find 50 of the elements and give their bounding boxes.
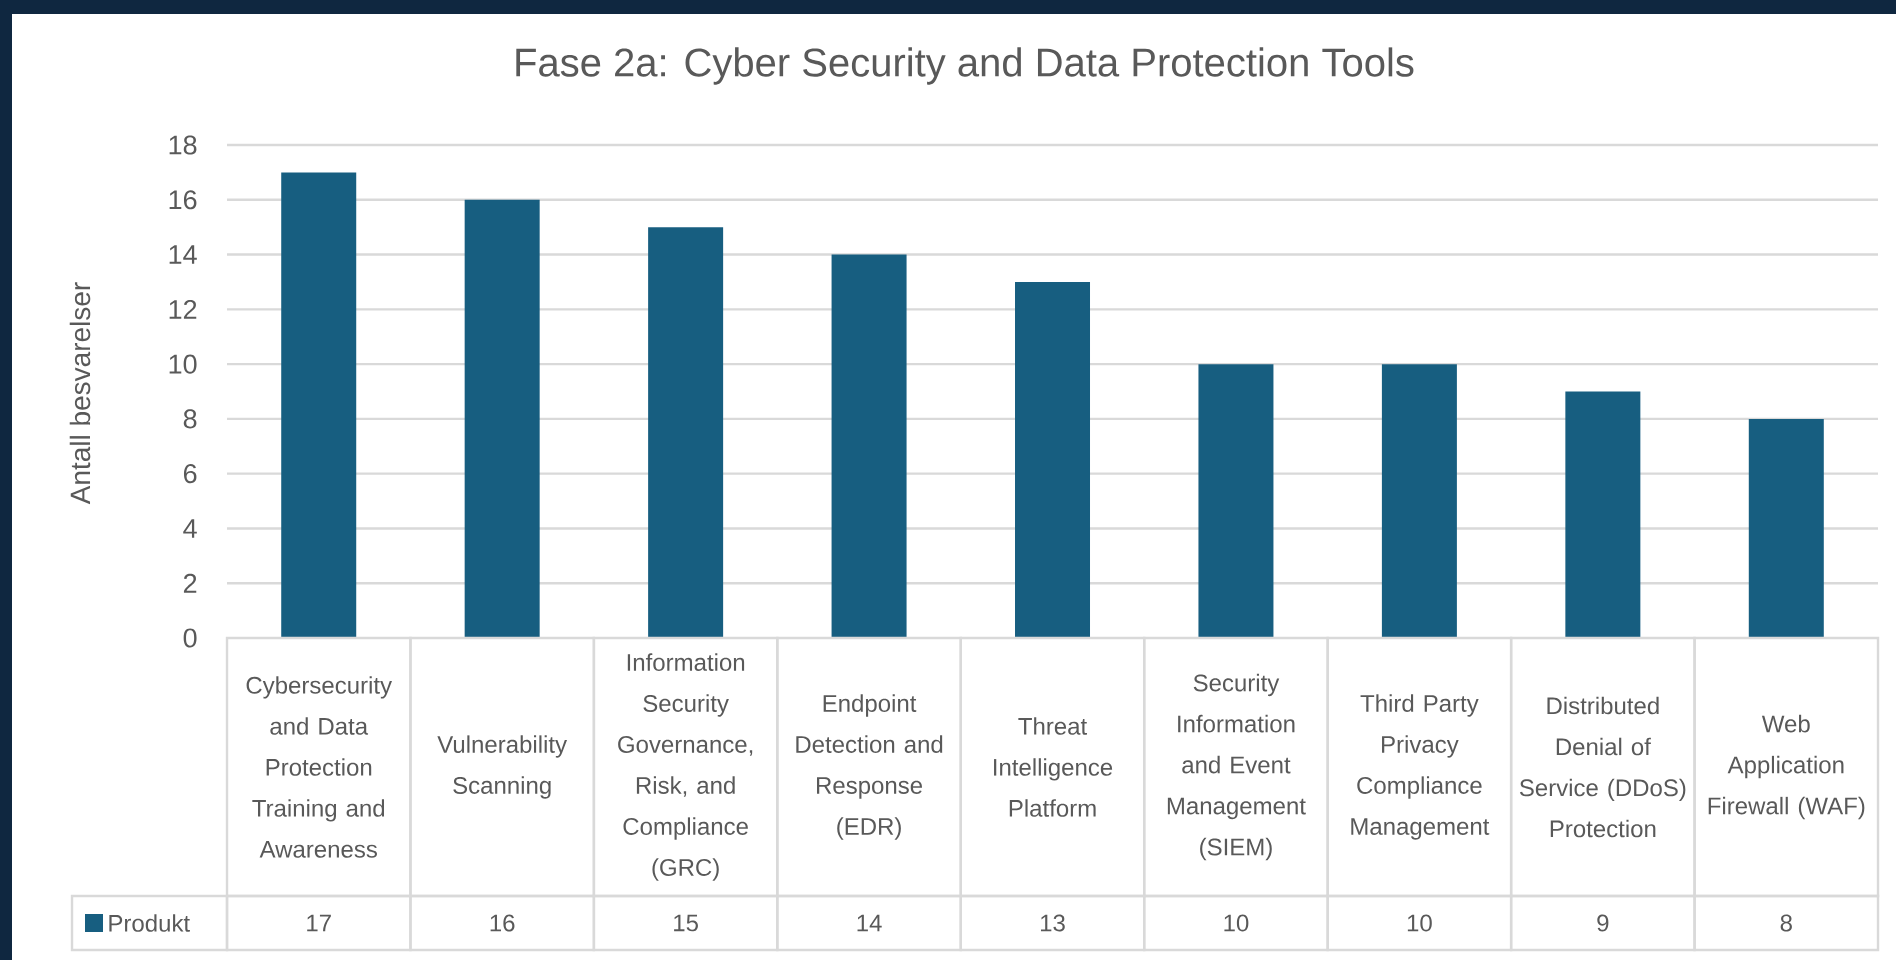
data-label: 13 xyxy=(1040,914,1065,932)
table-cell: 13 xyxy=(959,894,1146,952)
table-cell: 10 xyxy=(1143,894,1329,952)
x-tick-label: Threat Intelligence Platform xyxy=(994,717,1113,817)
x-tick-label: Security Information and Event Management (SIEM) xyxy=(1167,673,1306,861)
table-cell: Threat Intelligence Platform xyxy=(959,636,1146,898)
table-cell: Third Party Privacy Compliance Management xyxy=(1326,636,1513,898)
tick-label: 8 xyxy=(183,409,197,429)
table-cell: Cybersecurity and Data Protection Training and Awareness xyxy=(225,636,412,898)
tick-label: 12 xyxy=(169,299,197,319)
table-cell: 14 xyxy=(776,894,962,952)
x-tick-label: Vulnerability Scanning xyxy=(437,735,568,799)
tick-label: 14 xyxy=(169,245,197,264)
tick-label: 10 xyxy=(169,354,197,374)
data-label: 10 xyxy=(1407,914,1432,932)
tick-label: 2 xyxy=(183,573,197,593)
table-cell: Web Application Firewall (WAF) xyxy=(1693,636,1880,898)
table-cell: 16 xyxy=(409,894,596,952)
x-tick-label: Web Application Firewall (WAF) xyxy=(1708,714,1865,820)
tick-label: 0 xyxy=(183,628,197,648)
table-cell: 8 xyxy=(1693,894,1880,952)
tick-label: 4 xyxy=(183,519,197,538)
tick-label: 18 xyxy=(169,135,197,155)
data-label: 10 xyxy=(1224,914,1249,932)
table-cell: Distributed Denial of Service (DDoS) Protection xyxy=(1509,636,1696,898)
x-tick-label: Endpoint Detection and Response (EDR) xyxy=(796,694,943,840)
x-tick-label: Distributed Denial of Service (DDoS) Protection xyxy=(1519,696,1686,838)
table-cell: Vulnerability Scanning xyxy=(409,636,596,898)
data-label: 9 xyxy=(1597,914,1609,932)
table-cell: Endpoint Detection and Response (EDR) xyxy=(776,636,962,898)
data-label: 16 xyxy=(490,914,515,932)
chart-title: Fase 2a: Cyber Security and Data Protection Tools xyxy=(516,47,1414,85)
table-cell: Information Security Governance, Risk, and Compliance (GRC) xyxy=(592,636,779,898)
tick-label: 16 xyxy=(169,190,197,210)
data-label: 8 xyxy=(1780,914,1792,932)
axis-title: Antall besvarelser xyxy=(69,282,91,505)
x-tick-label: Third Party Privacy Compliance Management xyxy=(1351,694,1490,840)
tick-label: 6 xyxy=(183,464,197,484)
table-cell: 10 xyxy=(1326,894,1513,952)
data-label: 14 xyxy=(857,914,882,932)
legend-label: Produkt xyxy=(109,914,190,932)
data-label: 17 xyxy=(307,914,331,932)
table-cell: 9 xyxy=(1509,894,1696,952)
table-cell: Security Information and Event Management (SIEM) xyxy=(1143,636,1329,898)
table-cell: 17 xyxy=(225,894,412,952)
table-cell: 15 xyxy=(592,894,779,952)
data-label: 15 xyxy=(674,914,698,932)
table-cell: Produkt xyxy=(70,894,229,952)
x-tick-label: Information Security Governance, Risk, and Compliance (GRC) xyxy=(618,653,753,881)
x-tick-label: Cybersecurity and Data Protection Training and Awareness xyxy=(246,676,393,858)
